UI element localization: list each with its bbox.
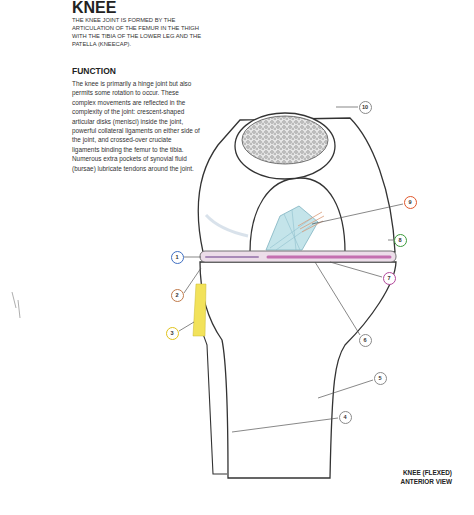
meniscus — [200, 251, 396, 262]
callout-number: 6 — [359, 334, 372, 347]
tibia-bone — [200, 262, 396, 478]
callout-number: 4 — [339, 411, 352, 424]
callout-number: 9 — [404, 196, 417, 209]
section-heading: FUNCTION — [72, 66, 202, 76]
figure-caption: KNEE (FLEXED) ANTERIOR VIEW — [380, 468, 452, 486]
collateral-ligament — [193, 284, 206, 336]
callout-number: 5 — [374, 372, 387, 385]
callout-number: 10 — [359, 101, 372, 114]
margin-mark — [12, 292, 20, 318]
patella-spongy-bone — [242, 116, 328, 164]
femur-shading — [206, 215, 248, 236]
meniscus-streak — [268, 256, 390, 259]
leader-line — [179, 107, 403, 432]
callout-number: 7 — [383, 272, 396, 285]
callout-number: 1 — [171, 251, 184, 264]
function-text: The knee is primarily a hinge joint but … — [72, 79, 200, 173]
patella-bone — [235, 113, 335, 179]
ligament-fibers — [270, 210, 316, 250]
diagram-title: KNEE — [72, 0, 116, 16]
intro-text: THE KNEE JOINT IS FORMED BY THE ARTICULA… — [72, 16, 202, 48]
callout-number: 2 — [171, 289, 184, 302]
callout-number: 3 — [166, 327, 179, 340]
meniscus-streak — [206, 256, 258, 258]
callout-number: 8 — [394, 234, 407, 247]
